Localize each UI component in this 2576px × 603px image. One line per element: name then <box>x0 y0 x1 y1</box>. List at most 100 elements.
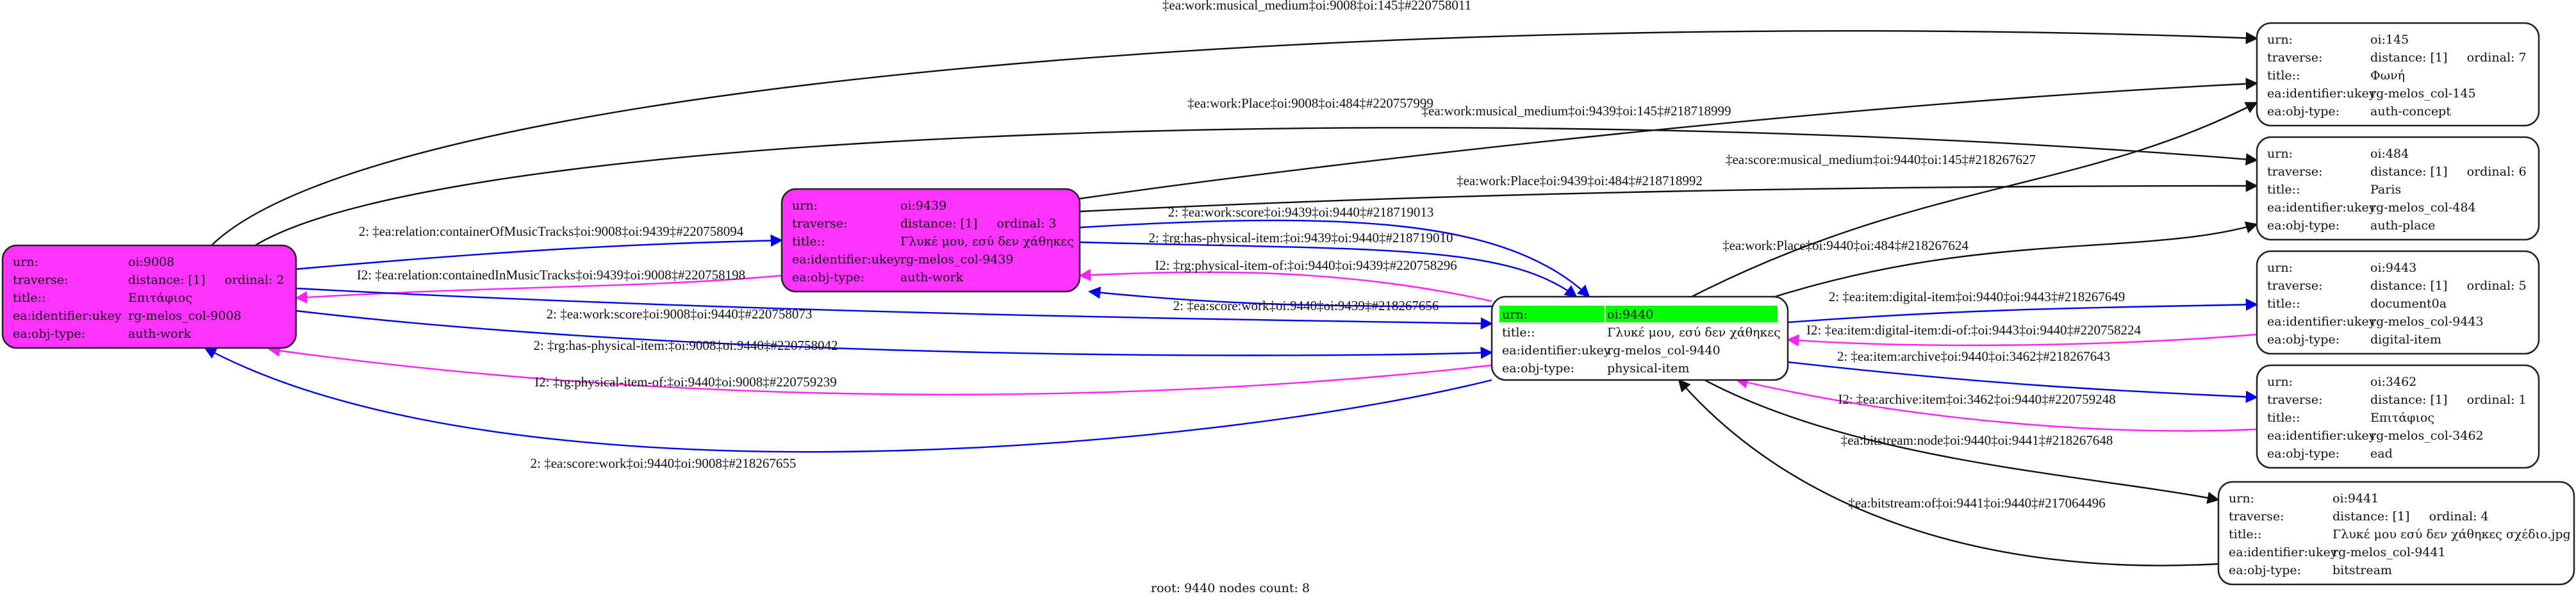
edge-label: 2: ‡ea:score:work‡oi:9440‡oi:9439‡#21826… <box>1173 298 1439 313</box>
node-field-key: urn: <box>2267 375 2293 389</box>
edge-label: ‡ea:work:Place‡oi:9440‡oi:484‡#218267624 <box>1722 238 1969 253</box>
node-field-value: distance: [1] ordinal: 3 <box>900 217 1057 231</box>
edge-9008-to-9439 <box>295 234 783 270</box>
edge-label: ‡ea:work:Place‡oi:9439‡oi:484‡#218718992 <box>1457 173 1703 188</box>
root-highlight <box>1606 306 1778 322</box>
node-field-value: oi:9440 <box>1607 308 1653 322</box>
node-field-key: ea:obj-type: <box>2229 563 2301 577</box>
node-field-key: title:: <box>2229 527 2261 541</box>
edge-label: I2: ‡ea:item:digital-item:di-of:‡oi:9443… <box>1806 322 2142 338</box>
node-field-value: Γλυκέ μου εσύ δεν χάθηκες σχέδιο.jpg <box>2332 527 2571 541</box>
edge-label: 2: ‡rg:has-physical-item:‡oi:9439‡oi:944… <box>1149 230 1453 245</box>
node-field-value: Γλυκέ μου, εσύ δεν χάθηκες <box>1607 326 1781 340</box>
edge-label: ‡ea:work:Place‡oi:9008‡oi:484‡#220757999 <box>1187 95 1433 111</box>
node-field-key: urn: <box>792 199 818 213</box>
node-field-value: oi:3462 <box>2370 375 2416 389</box>
node-box[interactable] <box>2256 364 2540 469</box>
edge-9439-to-145 <box>1079 78 2258 200</box>
node-field-value: Επιτάφιος <box>128 291 192 305</box>
edge-label: I2: ‡ea:archive:item‡oi:3462‡oi:9440‡#22… <box>1838 392 2115 407</box>
node-field-value: oi:145 <box>2370 33 2409 47</box>
node-box[interactable] <box>2256 22 2540 127</box>
node-field-value: auth-place <box>2370 219 2435 233</box>
node-box[interactable] <box>780 188 1081 293</box>
node-field-value: Επιτάφιος <box>2370 411 2434 425</box>
node-field-key: ea:identifier:ukey <box>792 252 901 267</box>
node-field-value: distance: [1] ordinal: 7 <box>2370 51 2527 65</box>
edge-labels-layer: ‡ea:work:musical_medium‡oi:9008‡oi:145‡#… <box>357 0 2142 511</box>
node-field-value: rg-melos_col-484 <box>2370 201 2476 215</box>
node-field-value: document0a <box>2370 297 2447 311</box>
node-field-key: urn: <box>13 255 38 269</box>
edge-label: ‡ea:bitstream:node‡oi:9440‡oi:9441‡#2182… <box>1841 433 2113 448</box>
node-box[interactable] <box>2256 136 2540 241</box>
node-field-value: Paris <box>2370 183 2401 197</box>
node-field-value: rg-melos_col-9008 <box>128 309 242 323</box>
node-field-value: Φωνή <box>2370 69 2405 83</box>
node-field-key: title:: <box>13 291 45 305</box>
node-field-key: ea:identifier:ukey <box>2267 429 2376 443</box>
nodes-layer: urn: oi:9008 traverse: distance: [1] ordina… <box>1 22 2575 586</box>
node-field-key: traverse: <box>2267 51 2323 65</box>
node-field-key: ea:obj-type: <box>13 327 85 341</box>
node-field-value: auth-concept <box>2370 104 2451 119</box>
node-field-key: ea:identifier:ukey <box>13 309 122 323</box>
edge-label: 2: ‡ea:item:archive‡oi:9440‡oi:3462‡#218… <box>1837 349 2110 364</box>
node-field-key: ea:identifier:ukey <box>2267 87 2376 101</box>
edge-9440-to-9439 <box>1088 286 1492 308</box>
node-field-key: ea:identifier:ukey <box>2267 315 2376 329</box>
node-145[interactable]: urn: oi:145 traverse: distance: [1] ordinal… <box>2256 22 2540 127</box>
edges-layer <box>204 30 2258 566</box>
edge-9440-to-9443 <box>1787 298 2258 324</box>
node-field-key: traverse: <box>2267 279 2323 293</box>
root-highlight <box>1499 306 1605 322</box>
edge-9440-to-9008 <box>268 344 1492 395</box>
edge-label: 2: ‡ea:relation:containerOfMusicTracks‡o… <box>359 224 744 239</box>
node-field-key: traverse: <box>13 273 69 287</box>
node-field-key: title:: <box>792 235 825 249</box>
node-field-value: oi:9008 <box>128 255 174 269</box>
node-box[interactable] <box>1 244 297 349</box>
node-field-key: title:: <box>2267 183 2300 197</box>
node-field-value: oi:9441 <box>2332 491 2379 506</box>
node-field-key: urn: <box>2229 491 2254 506</box>
node-field-value: oi:9443 <box>2370 261 2416 275</box>
node-field-key: title:: <box>2267 69 2300 83</box>
node-box[interactable] <box>2217 481 2575 586</box>
node-field-value: Γλυκέ μου, εσύ δεν χάθηκες <box>900 235 1074 249</box>
edge-label: I2: ‡rg:physical-item-of:‡oi:9440‡oi:900… <box>534 374 837 390</box>
edge-9440-to-9441 <box>1704 379 2220 504</box>
node-field-value: distance: [1] ordinal: 5 <box>2370 279 2527 293</box>
node-field-key: urn: <box>2267 33 2293 47</box>
node-field-value: auth-work <box>900 270 964 285</box>
node-field-key: traverse: <box>2267 165 2323 179</box>
edge-label: I2: ‡rg:physical-item-of:‡oi:9440‡oi:943… <box>1155 258 1457 273</box>
edge-9443-to-9440 <box>1787 333 2258 347</box>
edge-3462-to-9440 <box>1735 376 2258 432</box>
node-field-key: title:: <box>1502 326 1535 340</box>
edge-label: ‡ea:work:musical_medium‡oi:9008‡oi:145‡#… <box>1162 0 1471 13</box>
node-field-value: distance: [1] ordinal: 6 <box>2370 165 2527 179</box>
node-field-value: rg-melos_col-9441 <box>2332 545 2446 559</box>
node-field-key: ea:identifier:ukey <box>1502 343 1611 358</box>
node-field-key: title:: <box>2267 411 2300 425</box>
node-field-value: digital-item <box>2370 333 2441 347</box>
node-field-value: rg-melos_col-3462 <box>2370 429 2484 443</box>
node-field-value: oi:484 <box>2370 147 2409 161</box>
node-field-key: traverse: <box>2267 393 2323 407</box>
edge-9439-to-9440 <box>1079 219 1590 298</box>
edge-label: ‡ea:work:musical_medium‡oi:9439‡oi:145‡#… <box>1422 103 1731 119</box>
edge-label: ‡ea:bitstream:of‡oi:9441‡oi:9440‡#217064… <box>1848 495 2105 511</box>
graph-footer: root: 9440 nodes count: 8 <box>1151 581 1310 595</box>
edge-label: I2: ‡ea:relation:containedInMusicTracks‡… <box>357 267 745 283</box>
node-field-value: bitstream <box>2332 563 2392 577</box>
node-box[interactable] <box>2256 250 2540 355</box>
edge-9440-to-9439 <box>1078 268 1492 302</box>
